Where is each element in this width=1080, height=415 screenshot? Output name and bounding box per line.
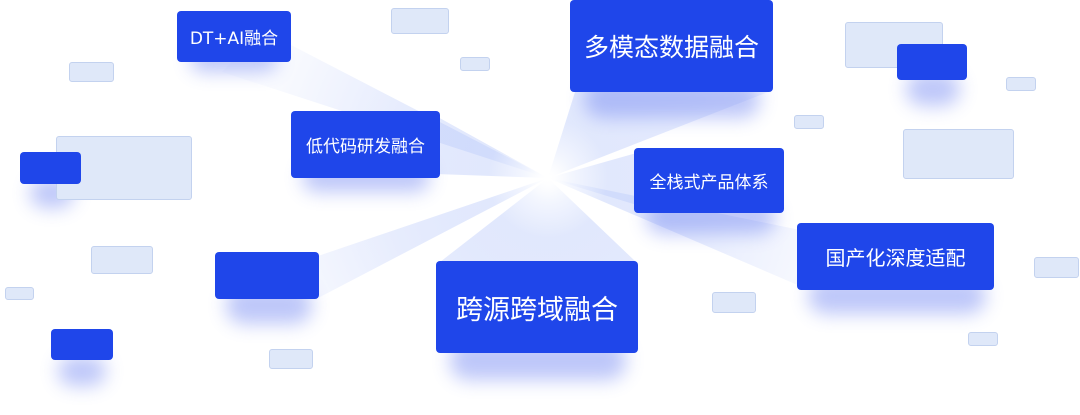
ghost-box — [91, 246, 153, 274]
node-blank-bottom-left — [51, 329, 113, 360]
ghost-box — [391, 8, 449, 34]
node-blank-middle-left — [215, 252, 319, 299]
card-shadow — [58, 356, 106, 386]
node-label: 跨源跨域融合 — [456, 294, 618, 326]
ghost-box — [269, 349, 313, 369]
node-label: 国产化深度适配 — [825, 246, 966, 270]
ghost-box — [460, 57, 490, 71]
node-lowcode: 低代码研发融合 — [291, 111, 440, 178]
node-crossdomain: 跨源跨域融合 — [436, 261, 638, 353]
ray-blank-card — [318, 178, 548, 298]
node-label: 低代码研发融合 — [306, 137, 425, 157]
ghost-box — [903, 129, 1014, 179]
node-label: 多模态数据融合 — [583, 33, 759, 62]
ray-core — [488, 118, 608, 238]
node-label: 全栈式产品体系 — [649, 173, 769, 193]
ghost-box — [712, 292, 756, 313]
ghost-box — [5, 287, 34, 300]
node-dt-ai: DT+AI融合 — [177, 11, 291, 62]
ghost-box — [1006, 77, 1036, 91]
node-domestic: 国产化深度适配 — [797, 223, 994, 290]
ghost-box — [69, 62, 114, 82]
node-blank-top-right — [897, 44, 967, 80]
node-fullstack: 全栈式产品体系 — [634, 148, 784, 213]
node-blank-left — [20, 152, 81, 184]
node-multimodal-data: 多模态数据融合 — [570, 0, 773, 92]
ghost-box — [794, 115, 824, 129]
ray-domestic — [548, 178, 800, 286]
ghost-box — [1034, 257, 1079, 278]
node-label: DT+AI融合 — [189, 29, 279, 49]
ghost-box — [968, 332, 998, 346]
